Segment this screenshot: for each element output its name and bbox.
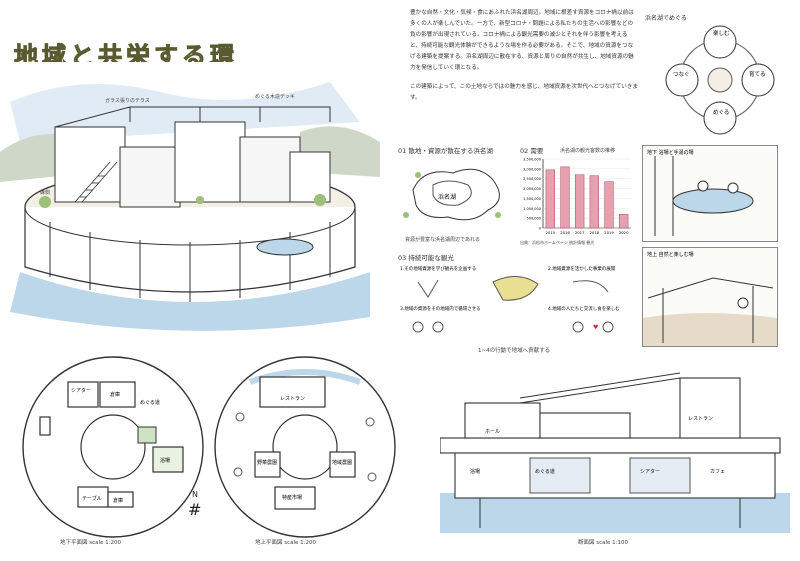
sustain-caption: 1~4の行動で地域へ貢献する (478, 348, 551, 354)
floor-b1-caption: 地下平面図 scale 1:200 (60, 540, 122, 546)
x-tick-label: 2019 (604, 230, 614, 235)
chart-bar (560, 166, 570, 229)
chart-bar (589, 175, 599, 229)
room-label: ホール (485, 429, 500, 435)
visitor-bar-chart: 3,500,000 3,000,000 2,500,000 2,000,000 1,50… (523, 158, 631, 235)
room-label: レストラン (688, 416, 713, 422)
cycle-node-label: 育てる (749, 70, 766, 78)
y-tick-label: 3,500,000 (523, 158, 541, 162)
room-label: 浴場 (470, 468, 480, 475)
aerial-perspective: ガラス張りのテラス めぐる木造デッキ 縁側 (0, 62, 380, 342)
room-label: レストラン (280, 396, 305, 402)
cycle-node-label: めぐる (713, 109, 729, 116)
map-caption: 資源が豊富な浜名湖周辺であれる (405, 237, 480, 243)
room-label: 浴場 (160, 457, 170, 464)
room-label: 地域農園 (332, 459, 352, 466)
photo-panel-2: 地上 自然と楽しむ場 (642, 247, 778, 347)
lake-map: 浜名湖 (403, 168, 501, 221)
chart-note: 出典：浜松市ホームページ 統計情報 観光 (520, 240, 595, 245)
section-drawing: レストラン ホール 浴場 めぐる道 シアター カフェ (440, 372, 790, 533)
x-tick-label: 2016 (560, 230, 570, 235)
cycle-node (741, 63, 775, 97)
cycle-title: 浜名湖でめぐる (645, 14, 687, 22)
room-label: めぐる道 (535, 468, 555, 475)
aerial-label: ガラス張りのテラス (105, 97, 150, 104)
room-label: めぐる道 (140, 399, 160, 406)
x-tick-label: 2017 (575, 230, 585, 235)
sustain-label: 4.地域の人たちと交流し食を楽しむ (548, 305, 620, 312)
room-label: 特産市場 (282, 494, 302, 501)
photo-panel-1: 地下 浴場と手湯の場 (642, 145, 778, 242)
sustain-label: 2.地域資源を活かした事業の展開 (548, 265, 616, 272)
cycle-node (703, 25, 737, 59)
sustain-label: 3.地域の資源をその地域内で循環させる (400, 305, 481, 312)
north-label: N (192, 490, 198, 499)
y-tick-label: 2,000,000 (523, 187, 541, 191)
room-label: 倉庫 (110, 391, 120, 398)
x-tick-label: 2015 (545, 230, 555, 235)
y-tick-label: 3,000,000 (523, 167, 541, 171)
cycle-node-label: つなぐ (673, 71, 690, 78)
room-label: カフェ (710, 469, 725, 475)
ground-plan: レストラン 野菜農園 地域農園 特産市場 (214, 356, 396, 538)
chart-bar (604, 181, 614, 229)
room-label: テーブル (82, 495, 102, 502)
chart-bar (619, 213, 629, 229)
chart-bar (575, 174, 585, 229)
chart-bar (545, 169, 555, 229)
svg-text:♥: ♥ (593, 324, 598, 331)
y-tick-label: 500,000 (527, 217, 541, 221)
room-label: シアター (640, 468, 660, 475)
aerial-label: めぐる木造デッキ (255, 93, 295, 100)
chart-axis (542, 159, 631, 229)
x-tick-label: 2020 (619, 230, 629, 235)
cycle-diagram: 浜名湖でめぐる 楽しむ 育てる めぐる つなぐ (645, 14, 775, 135)
photo-label: 地上 自然と楽しむ場 (647, 251, 694, 258)
y-tick-label: 1,500,000 (523, 197, 541, 201)
y-tick-label: 0 (539, 227, 541, 231)
cycle-node-label: 楽しむ (713, 29, 730, 37)
room-label: シアター (71, 387, 91, 394)
y-tick-label: 2,500,000 (523, 177, 541, 181)
cycle-node (703, 101, 737, 135)
section-03-title: 03 持続可能な観光 (398, 254, 454, 262)
sustainable-diagram: 1.その地域資源を学び観光を企画する 2.地域資源を活かした事業の展開 3.地域… (400, 265, 620, 333)
basement-plan: シアター 倉庫 めぐる道 浴場 テーブル 倉庫 (22, 356, 204, 538)
intro-text: 豊かな自然・文化・気候・食にあふれた浜名湖周辺。地域に根差す資源をコロナ禍以前は… (410, 10, 634, 71)
aerial-label: 縁側 (40, 189, 50, 196)
floor-1-caption: 地上平面図 scale 1:200 (255, 540, 317, 546)
section-caption: 断面図 scale 1:100 (578, 540, 629, 546)
chart-caption: 浜名湖の観光客数の推移 (560, 148, 616, 154)
photo-label: 地下 浴場と手湯の場 (647, 149, 694, 156)
x-tick-label: 2018 (589, 230, 599, 235)
y-tick-label: 1,000,000 (523, 207, 541, 211)
section-02-title: 02 需要 (520, 147, 544, 155)
north-arrow-icon: # (188, 500, 202, 519)
room-label: 倉庫 (113, 497, 123, 504)
section-01-title: 01 散地・資源が散在する浜名湖 (398, 147, 493, 155)
map-label: 浜名湖 (438, 193, 456, 201)
cycle-node (665, 63, 699, 97)
intro-text-2: この建築によって、この土地ならではの魅力を感じ、地域資源を次世代へとつなげていき… (410, 84, 638, 101)
sustain-label: 1.その地域資源を学び観光を企画する (400, 265, 476, 272)
room-label: 野菜農園 (257, 459, 277, 466)
